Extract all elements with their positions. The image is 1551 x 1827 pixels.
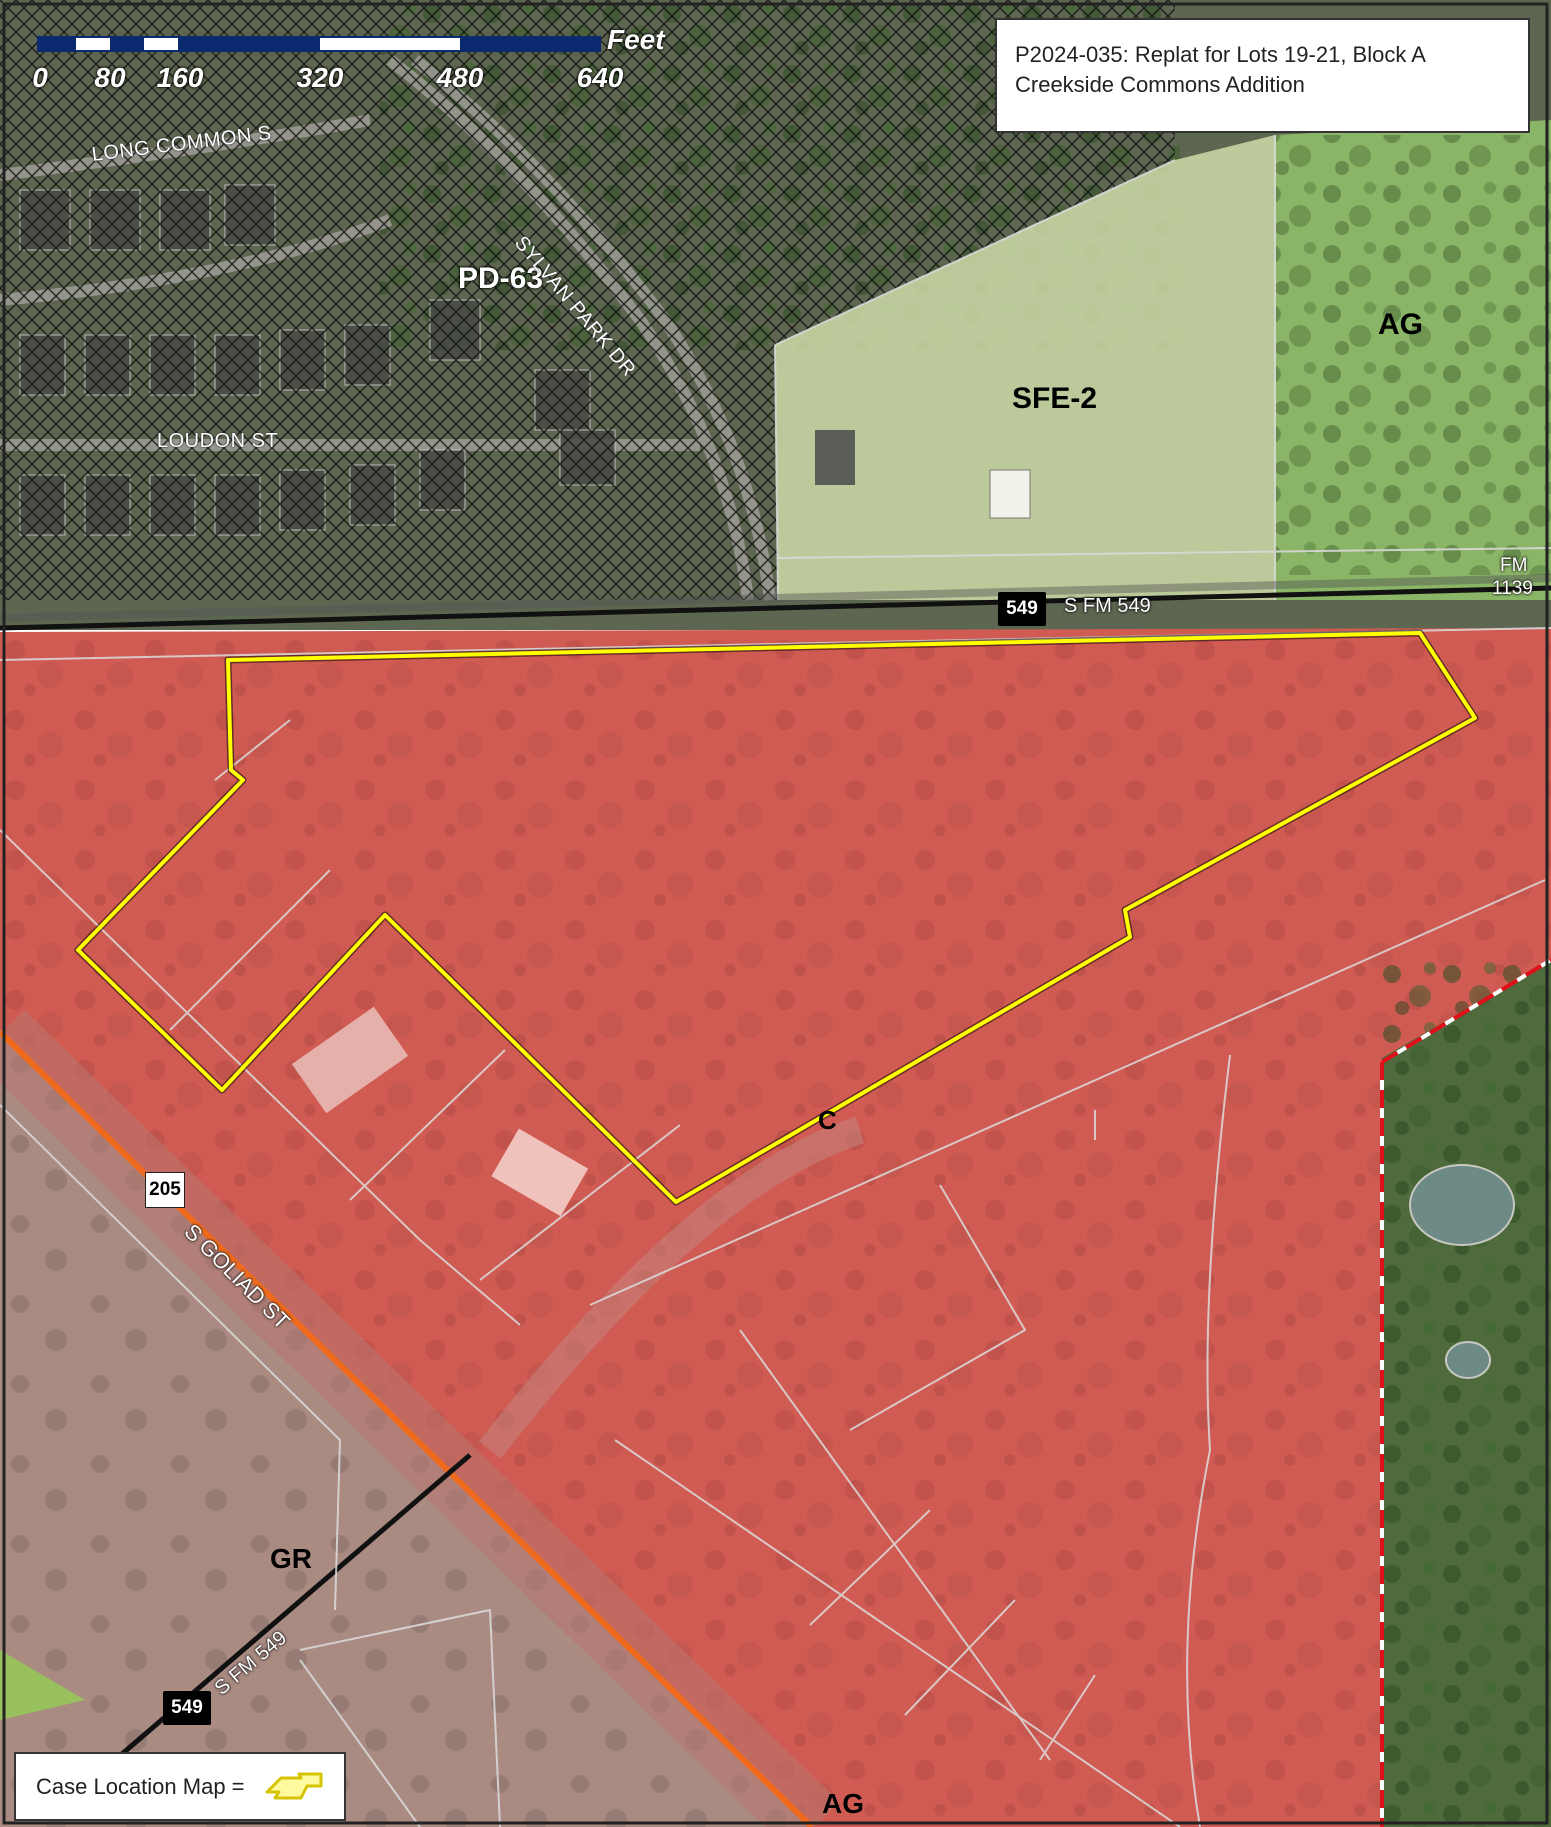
zone-label-ag-north: AG (1378, 308, 1423, 341)
zone-label-ag-south: AG (822, 1788, 864, 1819)
case-title-line1: P2024-035: Replat for Lots 19-21, Block … (1015, 42, 1426, 67)
case-location-outline-yellow (76, 631, 1477, 1204)
legend-box: Case Location Map = (14, 1752, 346, 1821)
scale-segment-3 (110, 37, 144, 51)
zone-commercial-texture (0, 628, 1551, 1827)
pond-2 (1445, 1341, 1491, 1379)
sfe2-house (989, 469, 1031, 519)
sfe2-house-2 (815, 430, 855, 485)
scale-tick-80: 80 (94, 62, 126, 93)
zone-label-sfe2: SFE-2 (1012, 382, 1098, 415)
ag-southeast-woods (1382, 960, 1551, 1827)
scale-unit-label: Feet (607, 24, 665, 55)
scale-segment-1 (38, 37, 76, 51)
scale-tick-0: 0 (32, 62, 48, 93)
scale-tick-320: 320 (296, 62, 344, 93)
scale-segment-6 (320, 37, 460, 51)
zone-ag-southwest-area (0, 1650, 85, 1720)
scale-bar (37, 36, 601, 52)
case-title-box: P2024-035: Replat for Lots 19-21, Block … (995, 18, 1530, 133)
scale-segment-7 (460, 37, 600, 51)
internal-drive (478, 1116, 865, 1459)
scale-segment-2 (76, 37, 110, 51)
scale-tick-480: 480 (436, 62, 484, 93)
scale-outline (37, 36, 601, 52)
ag-north-woods (1275, 135, 1551, 575)
road-goliad-centerline (0, 1029, 815, 1827)
zone-label-pd63: PD-63 (458, 262, 544, 295)
highway-shield-sh205: 205 (145, 1172, 185, 1208)
scale-tick-160: 160 (156, 62, 204, 93)
city-limit-line-white (1380, 958, 1551, 1827)
building-2 (491, 1128, 589, 1217)
zone-label-c: C (818, 1105, 837, 1135)
zone-boundaries-north (774, 135, 1551, 601)
highway-shield-fm549-north: 549 (998, 592, 1046, 626)
scale-segment-5 (178, 37, 320, 51)
pond-1 (1409, 1164, 1515, 1246)
case-outline-icon (265, 1772, 323, 1799)
scale-tick-640: 640 (576, 62, 624, 93)
road-fm549-north-shoulder (0, 574, 1551, 622)
building-1 (291, 1006, 409, 1114)
street-label-loudon: LOUDON ST (157, 430, 279, 452)
case-title-line2: Creekside Commons Addition (1015, 72, 1305, 97)
city-limit-line (1380, 958, 1551, 1827)
road-fm549-north (0, 585, 1551, 631)
zone-sfe2-area (775, 135, 1275, 600)
zone-label-gr: GR (270, 1543, 312, 1574)
zone-pd63-area (0, 0, 1175, 600)
highway-shield-fm549-south: 549 (163, 1691, 211, 1725)
street-label-fm1139-bottom: 1139 (1492, 578, 1533, 599)
street-label-fm1139-top: FM (1500, 555, 1528, 576)
legend-label: Case Location Map = (36, 1773, 245, 1799)
scale-segment-4 (144, 37, 178, 51)
street-label-sfm549-north: S FM 549 (1064, 595, 1151, 617)
